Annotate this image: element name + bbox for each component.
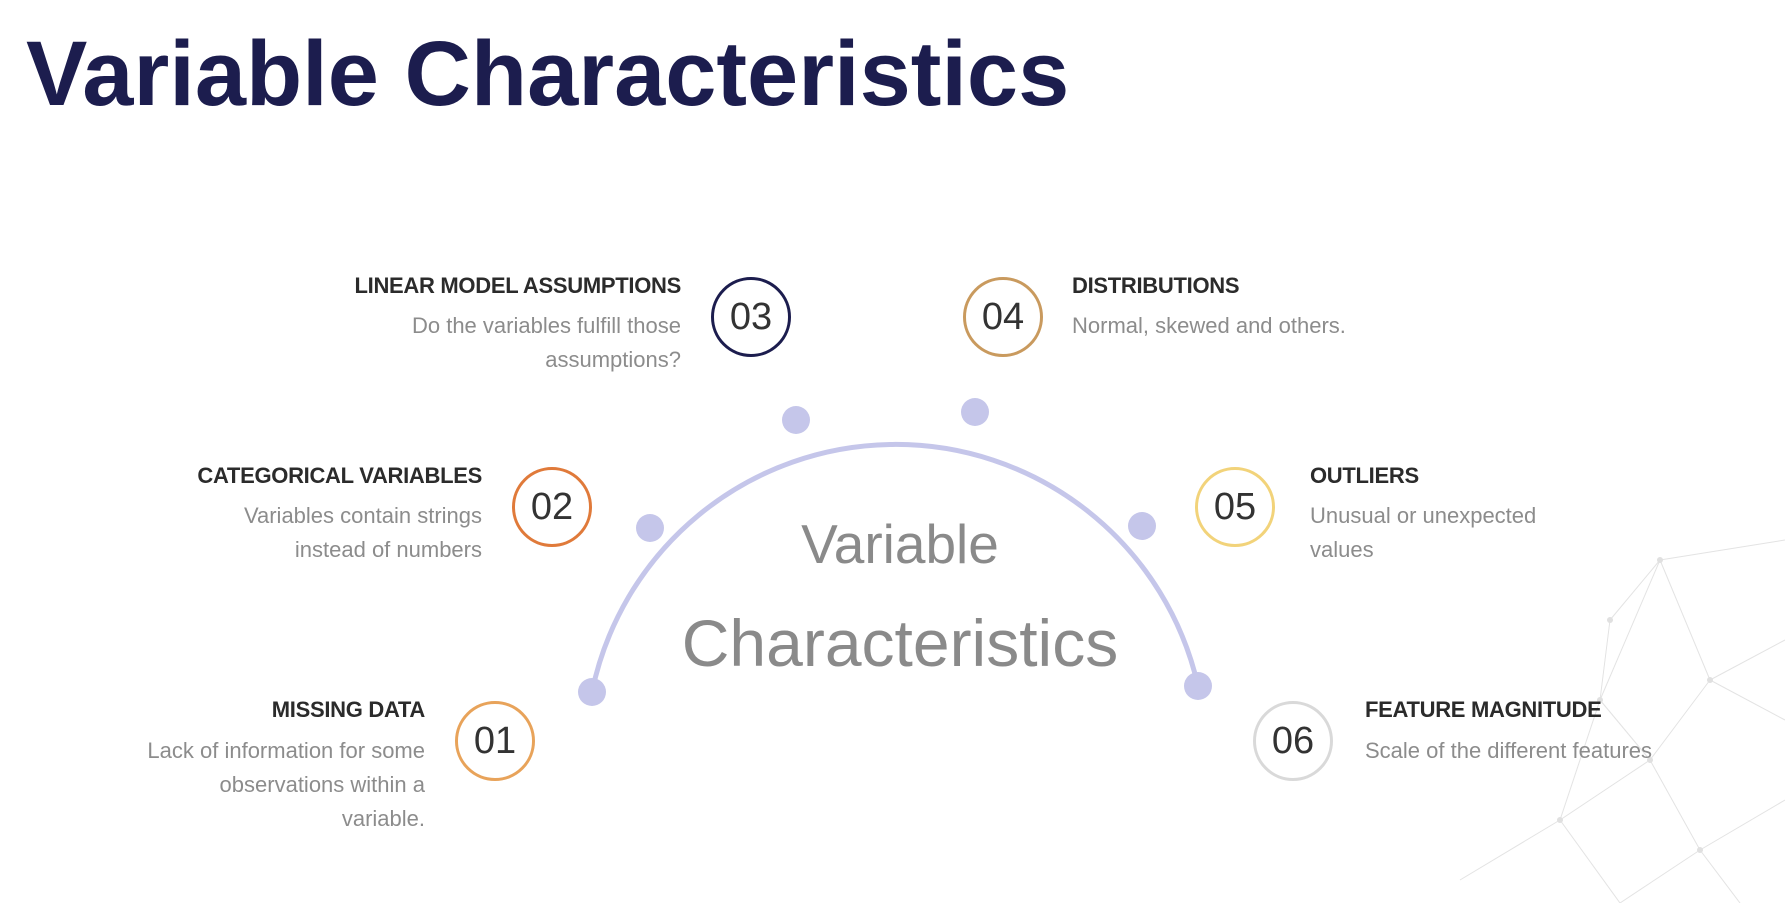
number-badge-05: 05: [1195, 467, 1275, 547]
semicircle-arc: [589, 441, 1201, 693]
arc-dots: [578, 398, 1212, 706]
number-badge-04: 04: [963, 277, 1043, 357]
arc-dot-06: [1184, 672, 1212, 700]
number-badge-02: 02: [512, 467, 592, 547]
center-label-line2: Characteristics: [681, 606, 1119, 680]
item-title-categorical-variables: CATEGORICAL VARIABLES: [197, 463, 482, 488]
item-title-missing-data: MISSING DATA: [271, 697, 426, 722]
network-pattern-decoration: [1459, 539, 1785, 903]
arc-dot-02: [636, 514, 664, 542]
item-title-outliers: OUTLIERS: [1310, 463, 1419, 488]
item-title-distributions: DISTRIBUTIONS: [1072, 273, 1240, 298]
item-title-linear-model-assumptions: LINEAR MODEL ASSUMPTIONS: [354, 273, 682, 298]
arc-dot-01: [578, 678, 606, 706]
item-desc-feature-magnitude: Scale of the different features: [1365, 738, 1652, 763]
number-badge-03: 03: [711, 277, 791, 357]
item-desc-outliers: Unusual or unexpected values: [1310, 503, 1537, 562]
item-desc-categorical-variables: Variables contain strings instead of num…: [243, 503, 482, 562]
center-label-line1: Variable: [801, 513, 999, 575]
item-title-feature-magnitude: FEATURE MAGNITUDE: [1365, 697, 1602, 722]
network-nodes-decoration: [1557, 557, 1713, 853]
arc-dot-04: [961, 398, 989, 426]
slide-title: Variable Characteristics: [26, 23, 1070, 125]
number-badge-01: 01: [455, 701, 535, 781]
arc-dot-05: [1128, 512, 1156, 540]
item-desc-distributions: Normal, skewed and others.: [1072, 313, 1346, 338]
arc-dot-03: [782, 406, 810, 434]
item-desc-linear-model-assumptions: Do the variables fulfill those assumptio…: [411, 313, 681, 372]
item-desc-missing-data: Lack of information for some observation…: [147, 738, 425, 831]
number-badge-06: 06: [1253, 701, 1333, 781]
